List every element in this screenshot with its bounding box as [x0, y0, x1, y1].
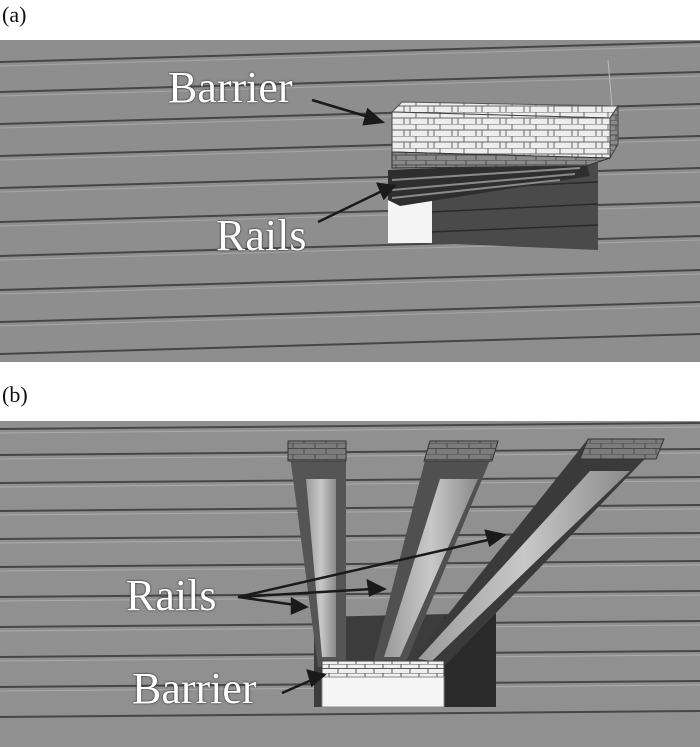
panel-a-rails-callout: Rails	[216, 211, 307, 260]
barrier-side	[609, 104, 619, 160]
panel-a-barrier-callout: Barrier	[168, 63, 293, 112]
barrier-front	[321, 676, 445, 708]
panel-a-scene	[0, 40, 700, 362]
wall-opening-light	[388, 200, 432, 243]
panel-b-render	[0, 421, 700, 747]
panel-b-rails-callout: Rails	[126, 571, 217, 620]
rail-right	[406, 438, 665, 671]
panel-b-arrows	[237, 529, 508, 695]
rail-middle	[372, 440, 499, 667]
panel-a-label: (a)	[2, 2, 27, 27]
panel-b-label: (b)	[2, 382, 28, 407]
barrier-top	[321, 660, 445, 678]
panel-b-barrier-callout: Barrier	[132, 664, 257, 713]
rail-left	[287, 440, 347, 667]
panel-b-scene	[0, 421, 700, 747]
panel-a-render	[0, 40, 700, 362]
barrier-front	[391, 111, 611, 159]
rails	[388, 162, 590, 206]
panel-a-arrows	[311, 98, 397, 224]
